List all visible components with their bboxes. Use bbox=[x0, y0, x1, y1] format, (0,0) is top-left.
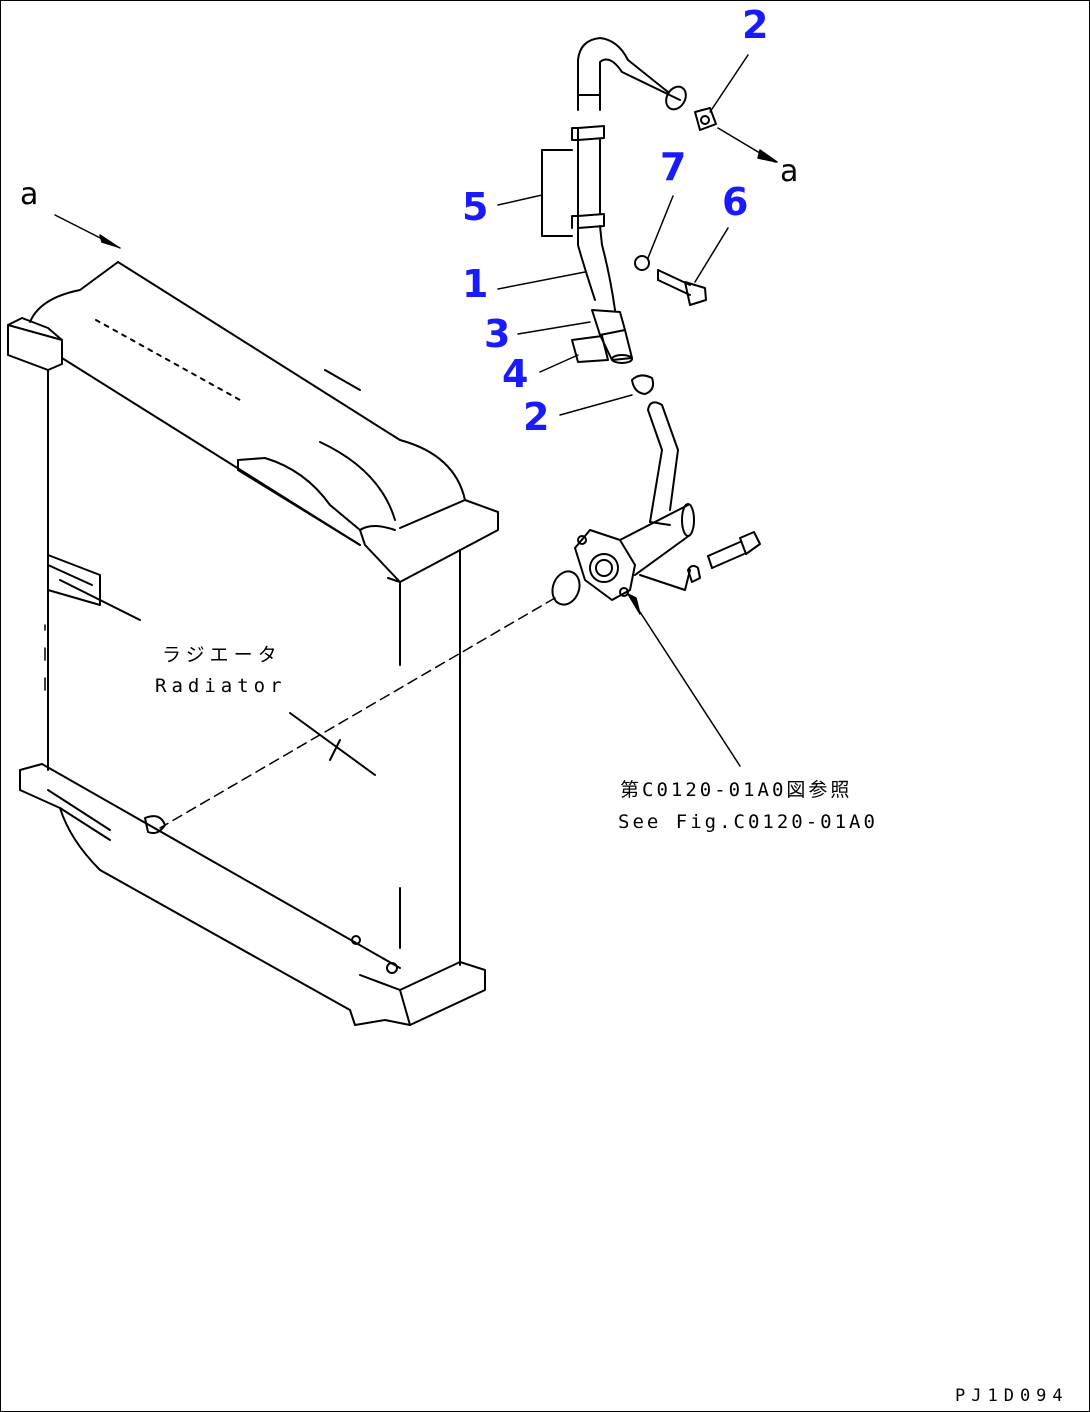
callout-5: 5 bbox=[462, 185, 489, 229]
callout-7: 7 bbox=[660, 145, 687, 189]
callout-2-bottom: 2 bbox=[523, 395, 550, 439]
radiator-drawing bbox=[7, 261, 499, 1026]
radiator-label-en: Radiator bbox=[155, 675, 287, 697]
pipe-assembly bbox=[541, 37, 761, 606]
marker-a-right: a bbox=[780, 154, 799, 189]
leader-lines bbox=[44, 54, 778, 829]
reference-label-en: See Fig.C0120-01A0 bbox=[618, 811, 878, 833]
reference-label-jp: 第C0120-01A0図参照 bbox=[620, 779, 853, 801]
callout-2-top: 2 bbox=[742, 3, 769, 47]
drawing-code: PJ1D094 bbox=[955, 1386, 1069, 1406]
callout-1: 1 bbox=[462, 262, 489, 306]
callout-3: 3 bbox=[484, 312, 511, 356]
marker-a-left: a bbox=[20, 177, 39, 212]
radiator-label-jp: ラジエータ bbox=[162, 644, 282, 666]
callout-4: 4 bbox=[502, 352, 529, 396]
callout-6: 6 bbox=[722, 180, 749, 224]
